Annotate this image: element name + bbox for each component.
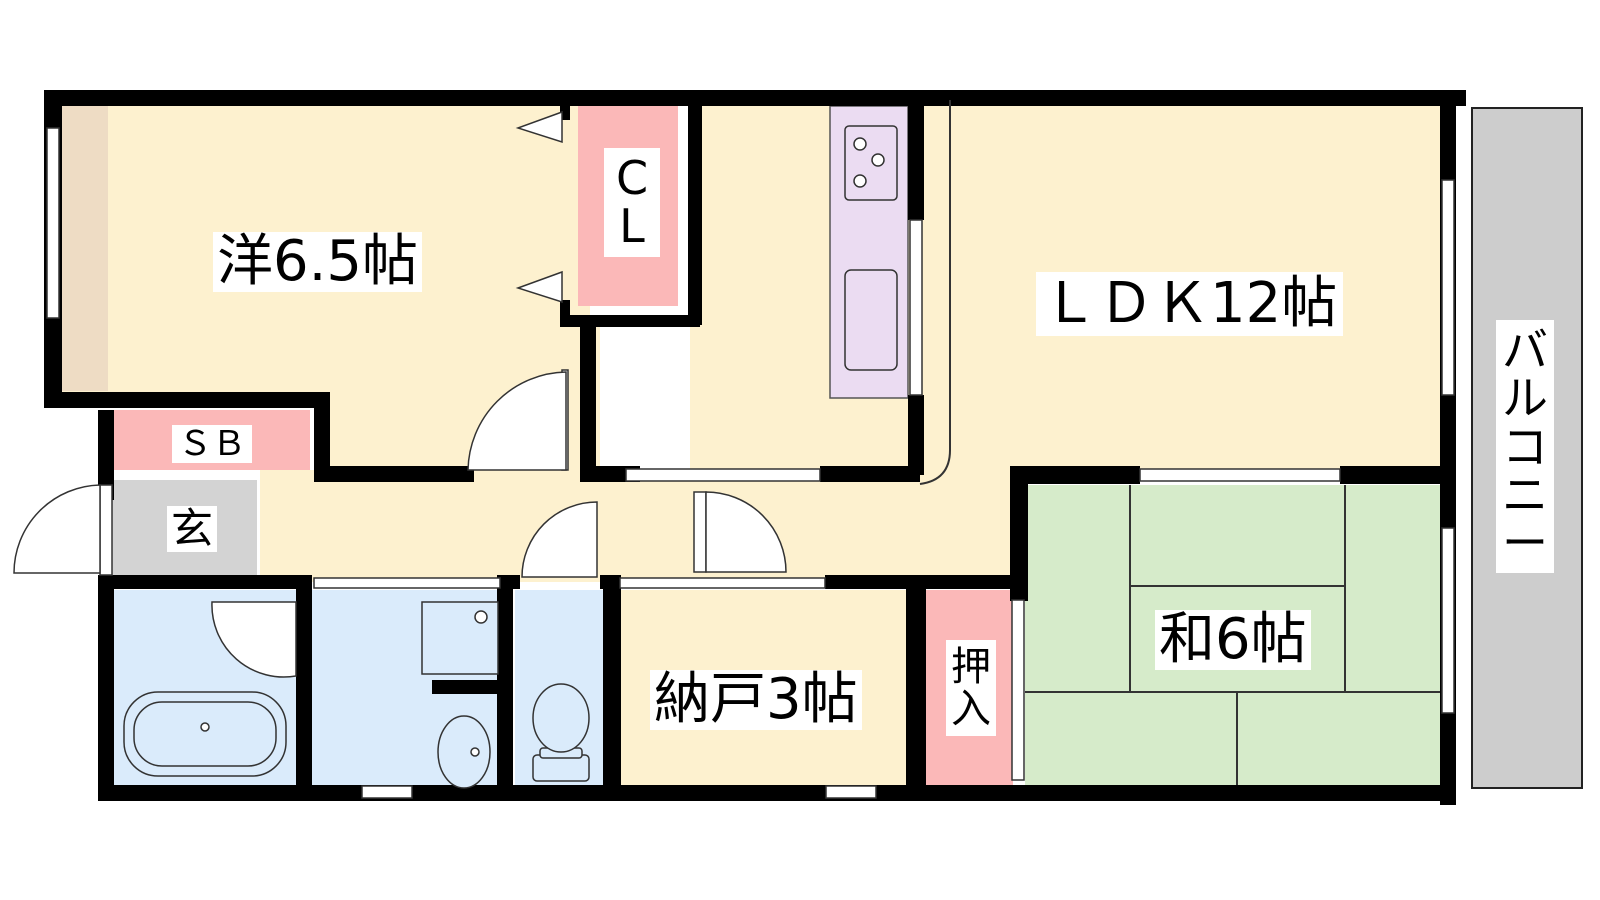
- closet-label-c: C: [615, 151, 649, 205]
- toilet-tank: [532, 754, 590, 782]
- entrance-label: 玄: [167, 506, 218, 552]
- washer-space: [421, 601, 499, 675]
- closet-label-l: L: [619, 199, 645, 254]
- ldk-label: ＬＤＫ12帖: [1036, 272, 1344, 336]
- tatami-grid: [1025, 485, 1445, 785]
- balcony-label: バ ル コ ニ ー: [1496, 320, 1554, 574]
- sink: [844, 269, 898, 371]
- balcony-char-3: コ: [1502, 419, 1548, 474]
- windows: [46, 127, 1455, 799]
- shoe-box-label: ＳＢ: [172, 425, 252, 463]
- balcony-char-2: ル: [1502, 371, 1548, 426]
- oshiire-label-top: 押: [951, 644, 991, 690]
- walls: [44, 90, 1466, 805]
- balcony-char-4: ニ: [1502, 467, 1548, 522]
- japanese-room-label: 和6帖: [1155, 610, 1311, 670]
- wash-basin: [437, 715, 491, 789]
- stove: [844, 125, 898, 201]
- storage-room-label: 納戸3帖: [650, 670, 862, 730]
- oshiire-label: 押 入: [946, 640, 996, 736]
- oshiire-label-bottom: 入: [951, 686, 991, 732]
- toilet-bowl: [532, 683, 590, 753]
- balcony-char-1: バ: [1502, 323, 1548, 377]
- doors: [13, 110, 787, 678]
- corridor-floor: [260, 470, 1020, 580]
- closet-label: C L: [604, 148, 660, 257]
- window-frame-west: [62, 106, 108, 391]
- balcony-char-5: ー: [1502, 516, 1548, 571]
- kitchen-partition: [919, 100, 951, 485]
- fixtures: [123, 125, 898, 789]
- western-room-label: 洋6.5帖: [213, 232, 423, 292]
